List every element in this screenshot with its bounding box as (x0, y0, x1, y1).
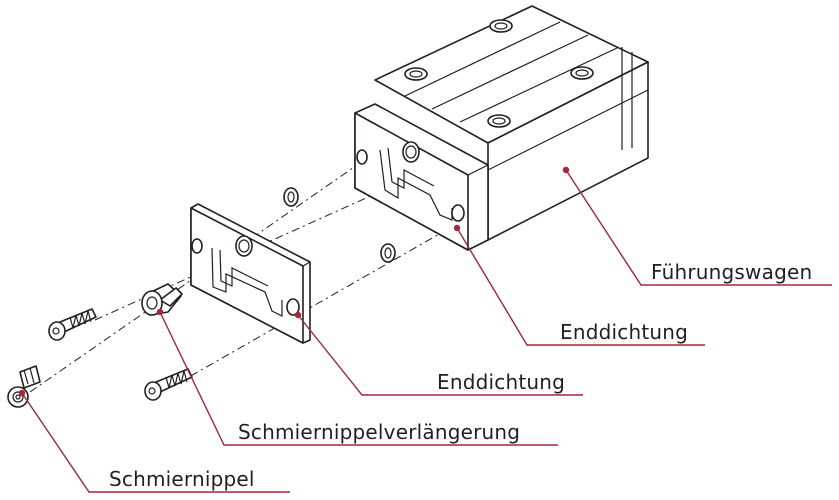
label-end-seal-front: Enddichtung (437, 370, 566, 394)
end-seal-front (190, 203, 311, 344)
leader-end-seal-rear (453, 224, 705, 346)
leader-end-seal-front (294, 311, 583, 396)
leader-grease-nipple (18, 389, 290, 493)
grease-nipple (7, 365, 41, 408)
carriage-block (374, 5, 649, 241)
leader-carriage (562, 166, 832, 286)
label-grease-nipple: Schmiernippel (109, 467, 255, 491)
label-carriage: Führungswagen (651, 260, 813, 284)
screw-upper (48, 308, 97, 341)
seal-ring-upper (283, 187, 299, 207)
leader-nipple-extension (156, 308, 558, 446)
seal-ring-lower (380, 243, 396, 263)
screw-lower (144, 368, 193, 401)
label-nipple-extension: Schmiernippelverlängerung (238, 420, 521, 444)
nipple-extension (141, 283, 183, 316)
end-seal-rear (354, 103, 489, 251)
label-end-seal-rear: Enddichtung (560, 320, 689, 344)
